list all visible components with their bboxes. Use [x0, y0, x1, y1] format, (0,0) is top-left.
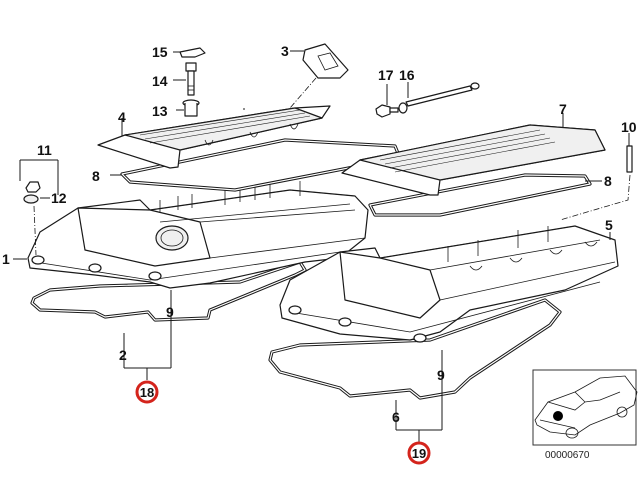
ground-strap [398, 82, 480, 114]
badge-19-label: 19 [412, 446, 426, 461]
car-silhouette-icon [534, 375, 638, 439]
grommet-cap [289, 43, 349, 109]
callout-1[interactable]: 1 [2, 251, 10, 267]
left-lower-gasket [30, 260, 307, 322]
callout-11[interactable]: 11 [37, 142, 52, 158]
callout-14[interactable]: 14 [152, 73, 168, 89]
callout-16[interactable]: 16 [399, 67, 415, 83]
left-top-cover [97, 105, 331, 169]
callout-5[interactable]: 5 [605, 217, 613, 233]
bolt-17 [375, 104, 399, 118]
callout-10[interactable]: 10 [621, 119, 637, 135]
leader-lines [13, 50, 630, 442]
car-locator-inset: 00000670 [532, 369, 638, 461]
bolt [185, 62, 197, 96]
left-valve-cover [27, 181, 369, 289]
callout-8-left[interactable]: 8 [92, 168, 100, 184]
right-lower-gasket [268, 298, 562, 400]
callout-9-right[interactable]: 9 [437, 367, 445, 383]
sleeve [182, 99, 200, 117]
cap-nut [179, 47, 206, 58]
badge-18-label: 18 [140, 385, 154, 400]
right-valve-cover [279, 225, 619, 343]
stud-10 [559, 145, 633, 221]
callout-4[interactable]: 4 [118, 109, 126, 125]
callout-7[interactable]: 7 [559, 101, 567, 117]
badge-set-18[interactable]: 18 [135, 380, 159, 404]
right-upper-gasket [368, 173, 592, 217]
right-top-cover [341, 124, 606, 196]
callout-17[interactable]: 17 [378, 67, 394, 83]
badge-set-19[interactable]: 19 [407, 441, 431, 465]
rubber-mount-nut [23, 181, 41, 256]
callout-8-right[interactable]: 8 [604, 173, 612, 189]
callout-9-left[interactable]: 9 [166, 304, 174, 320]
diagram-code: 00000670 [545, 450, 590, 461]
callout-6[interactable]: 6 [392, 409, 400, 425]
callout-13[interactable]: 13 [152, 103, 168, 119]
callout-12[interactable]: 12 [51, 190, 67, 206]
callout-15[interactable]: 15 [152, 44, 168, 60]
callout-3[interactable]: 3 [281, 43, 289, 59]
callout-2[interactable]: 2 [119, 347, 127, 363]
location-marker [553, 411, 563, 421]
